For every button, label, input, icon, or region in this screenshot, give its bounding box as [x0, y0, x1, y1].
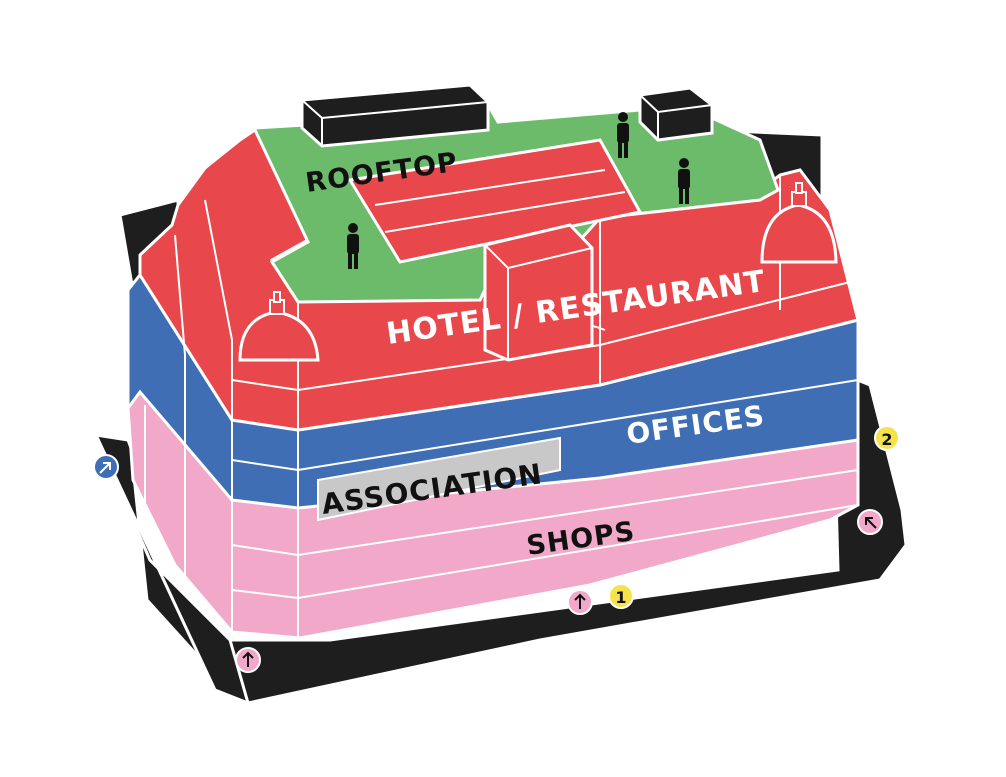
central-tower — [483, 223, 594, 362]
entrance-number: 2 — [881, 430, 892, 449]
person-figure — [617, 112, 629, 158]
entrance-marker-1[interactable]: 1 — [608, 583, 634, 609]
dome-right — [760, 182, 838, 264]
person-figure — [347, 223, 359, 269]
dome-left — [238, 291, 320, 362]
arrow-up-icon[interactable] — [567, 589, 593, 615]
roof-box-right — [638, 86, 714, 142]
floor-association — [317, 436, 561, 522]
roof-box-left — [300, 83, 490, 148]
person-figure — [678, 158, 690, 204]
roof-courtyard — [347, 138, 643, 264]
arrow-up-icon[interactable] — [235, 647, 261, 673]
arrow-up-left-icon[interactable] — [857, 509, 883, 535]
arrow-up-right-icon[interactable] — [93, 454, 119, 480]
street-platform — [93, 372, 908, 705]
entrance-number: 1 — [615, 588, 626, 607]
entrance-marker-2[interactable]: 2 — [874, 425, 900, 451]
